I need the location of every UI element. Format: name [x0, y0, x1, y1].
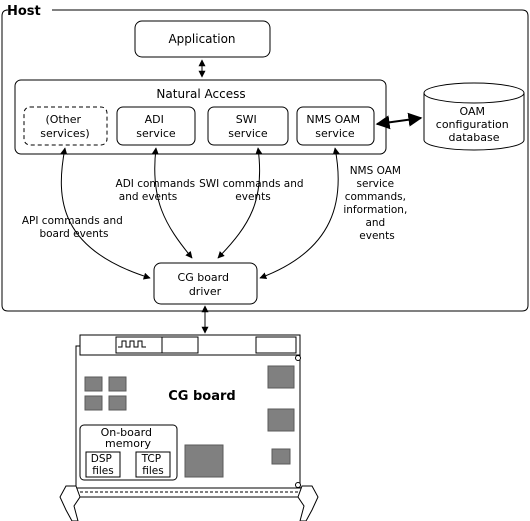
host-container: Host	[1, 4, 529, 312]
nms-label-line4: information,	[343, 204, 407, 216]
nms-label-line5: and	[365, 217, 385, 229]
left-ejector-handle	[59, 485, 81, 521]
svg-text:NMS OAM service: NMS OAM service	[306, 113, 363, 140]
adi-service-line2: service	[136, 127, 176, 140]
dsp-line2: files	[92, 465, 113, 477]
database-line3: database	[449, 131, 500, 144]
other-services-line2: services)	[40, 127, 89, 140]
svg-text:DSP files: DSP files	[91, 453, 115, 477]
swi-service-line2: service	[228, 127, 268, 140]
oam-database-cylinder: OAM configuration database	[423, 82, 525, 151]
nms-label-line1: NMS OAM	[350, 165, 401, 177]
svg-text:ADI service: ADI service	[136, 113, 176, 140]
svg-text:API commands and board eve: API commands and board events	[22, 215, 126, 240]
api-label-line1: API commands and	[22, 215, 123, 227]
other-services-box: (Other services)	[23, 106, 108, 146]
adi-service-line1: ADI	[145, 113, 164, 126]
svg-text:SWI service: SWI service	[228, 113, 268, 140]
tcp-line1: TCP	[141, 453, 161, 465]
tcp-line2: files	[142, 465, 163, 477]
board-title: CG board	[168, 389, 235, 404]
swi-service-line1: SWI	[236, 113, 257, 126]
nms-events-arrow	[259, 147, 340, 280]
svg-text:TCP files: TCP files	[141, 453, 165, 477]
driver-line1: CG board	[178, 271, 229, 284]
swi-service-box: SWI service	[207, 106, 289, 146]
dsp-files-box	[85, 451, 121, 478]
adi-service-box: ADI service	[116, 106, 196, 146]
adi-events-arrow	[151, 147, 193, 259]
right-ejector-handle	[297, 485, 319, 521]
nms-label-line2: service	[357, 178, 395, 190]
dsp-line1: DSP	[91, 453, 112, 465]
svg-text:(Other services): (Other services)	[40, 113, 89, 140]
natural-access-container: Natural Access	[14, 79, 387, 155]
database-line2: configuration	[436, 118, 509, 131]
svg-text:ADI commands and events: ADI commands and events	[116, 178, 199, 203]
database-line1: OAM	[460, 105, 485, 118]
svg-text:CG board driver: CG board driver	[178, 271, 233, 298]
nms-label-line3: commands,	[345, 191, 406, 203]
api-events-arrow	[60, 147, 151, 280]
nms-oam-service-box: NMS OAM service	[296, 106, 375, 146]
svg-text:OAM configuration: OAM configuration database	[436, 105, 512, 144]
cg-board-driver-box: CG board driver	[153, 262, 258, 305]
swi-label-line2: events	[235, 191, 270, 203]
svg-text:NMS OAM service comman: NMS OAM service commands, information, a…	[343, 165, 410, 242]
adi-label-line1: ADI commands	[116, 178, 196, 190]
application-label: Application	[168, 32, 235, 46]
driver-line2: driver	[189, 285, 222, 298]
nms-label-line6: events	[359, 230, 394, 242]
nms-service-line2: service	[315, 127, 355, 140]
svg-text:On-board memory: On-board memory	[101, 426, 156, 450]
natural-access-title: Natural Access	[156, 87, 245, 101]
adi-label-line2: and events	[119, 191, 177, 203]
swi-events-arrow	[217, 147, 263, 259]
other-services-line1: (Other	[45, 113, 81, 126]
memory-line1: On-board	[101, 426, 152, 439]
host-title: Host	[7, 4, 41, 19]
memory-line2: memory	[105, 437, 151, 450]
cg-board: CG board On-board memory DSP files TCP f…	[59, 334, 319, 521]
svg-text:SWI commands and events: SWI commands and events	[199, 178, 307, 203]
board-chips	[84, 365, 295, 478]
swi-label-line1: SWI commands and	[199, 178, 303, 190]
nms-service-line1: NMS OAM	[306, 113, 360, 126]
application-box: Application	[134, 20, 271, 58]
api-label-line2: board events	[39, 228, 108, 240]
nms-database-arrow	[375, 112, 423, 130]
tcp-files-box	[135, 451, 171, 478]
